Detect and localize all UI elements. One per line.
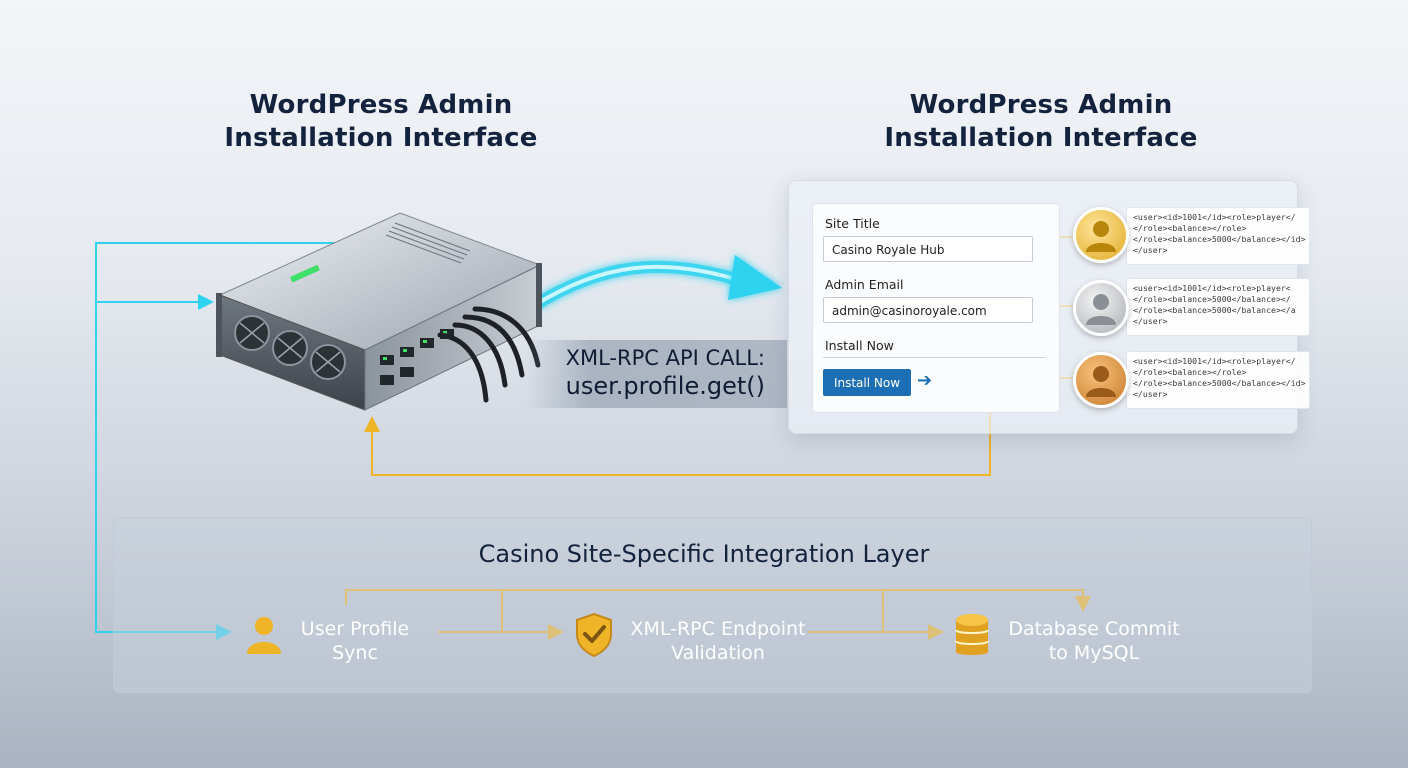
api-glow-arrow-core [533, 264, 747, 307]
install-now-button[interactable]: Install Now [823, 369, 911, 396]
user-card-3: <user><id>1001</id><role>player</</role>… [1126, 351, 1310, 409]
user-xml-snippet: <user><id>1001</id><role>player<</role><… [1133, 283, 1296, 326]
database-icon [955, 614, 989, 655]
layer-flow-top [345, 589, 1091, 612]
integration-layer [113, 517, 1312, 693]
admin-email-input[interactable]: admin@casinoroyale.com [823, 297, 1033, 323]
right-heading: WordPress Admin Installation Interface [884, 90, 1198, 153]
cyan-connector-line [95, 242, 340, 640]
site-title-label: Site Title [825, 216, 880, 231]
form-divider [823, 357, 1045, 358]
left-heading: WordPress Admin Installation Interface [224, 90, 538, 153]
integration-layer-title: Casino Site-Specific Integration Layer [478, 540, 930, 568]
install-form: Site Title Casino Royale Hub Admin Email… [812, 203, 1060, 413]
install-now-label: Install Now [825, 338, 894, 353]
user-avatar-gold-icon [1073, 207, 1129, 263]
step-database-commit: Database Commit to MySQL [1008, 618, 1180, 664]
step-xml-rpc-validation: XML-RPC Endpoint Validation [630, 618, 806, 664]
user-xml-snippet: <user><id>1001</id><role>player</</role>… [1133, 356, 1306, 399]
api-call-label: XML-RPC API CALL: user.profile.get() [525, 340, 787, 408]
server-illustration [216, 212, 542, 411]
step-user-profile-sync: User Profile Sync [300, 618, 410, 664]
user-card-2: <user><id>1001</id><role>player<</role><… [1126, 278, 1310, 336]
api-glow-arrow-head [728, 255, 782, 300]
user-xml-snippet: <user><id>1001</id><role>player</</role>… [1133, 212, 1306, 255]
arrow-right-icon: ➔ [917, 370, 933, 391]
admin-email-label: Admin Email [825, 277, 904, 292]
user-card-1: <user><id>1001</id><role>player</</role>… [1126, 207, 1310, 265]
user-avatar-silver-icon [1073, 280, 1129, 336]
shield-check-icon [576, 612, 612, 658]
site-title-input[interactable]: Casino Royale Hub [823, 236, 1033, 262]
user-avatar-bronze-icon [1073, 352, 1129, 408]
user-icon [247, 617, 281, 654]
